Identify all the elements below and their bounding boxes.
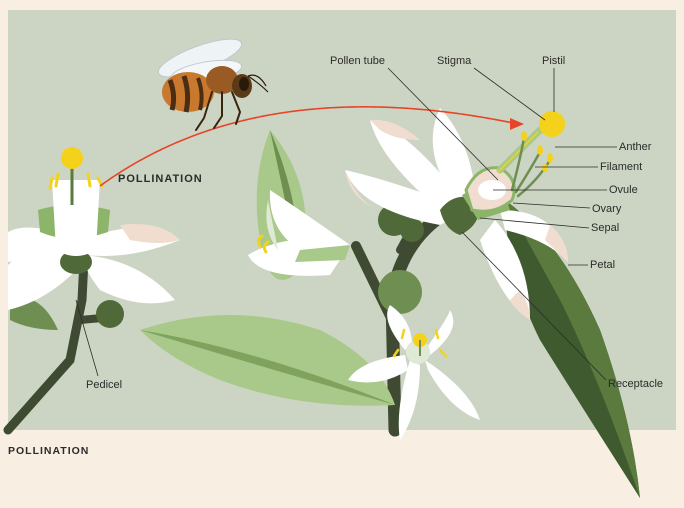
label-ovary: Ovary (592, 203, 622, 215)
label-sepal: Sepal (591, 222, 619, 234)
label-pedicel: Pedicel (86, 379, 122, 391)
label-ovule: Ovule (609, 184, 638, 196)
left-pistil-stigma (61, 147, 83, 169)
stigma (539, 111, 565, 137)
pollination-inline-label: POLLINATION (118, 173, 203, 185)
label-pistil: Pistil (542, 55, 565, 67)
label-stigma: Stigma (437, 55, 472, 67)
label-petal: Petal (590, 259, 615, 271)
label-receptacle: Receptacle (608, 378, 663, 390)
label-filament: Filament (600, 161, 642, 173)
anther (521, 131, 527, 141)
diagram-caption: POLLINATION (8, 445, 89, 457)
label-pollen-tube: Pollen tube (330, 55, 385, 67)
label-anther: Anther (619, 141, 652, 153)
